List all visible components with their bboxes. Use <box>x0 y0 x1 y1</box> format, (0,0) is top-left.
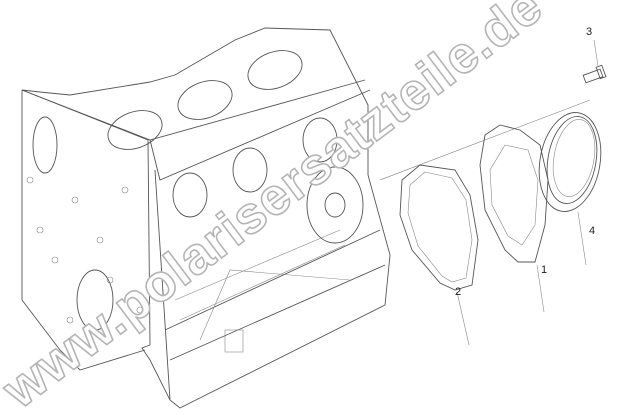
assembly-axis-line <box>379 99 591 181</box>
watermark: www.polarisersatzteile.de <box>0 0 554 418</box>
oil-seal-part-4 <box>538 112 602 266</box>
bolt-part-3 <box>582 39 607 84</box>
callout-1[interactable]: 1 <box>541 264 547 276</box>
engine-block <box>21 27 391 409</box>
callout-4[interactable]: 4 <box>589 225 595 237</box>
cover-plate-part-1 <box>479 124 549 313</box>
callout-3[interactable]: 3 <box>586 26 592 38</box>
callout-2[interactable]: 2 <box>455 286 461 298</box>
gasket-part-2 <box>399 164 479 346</box>
